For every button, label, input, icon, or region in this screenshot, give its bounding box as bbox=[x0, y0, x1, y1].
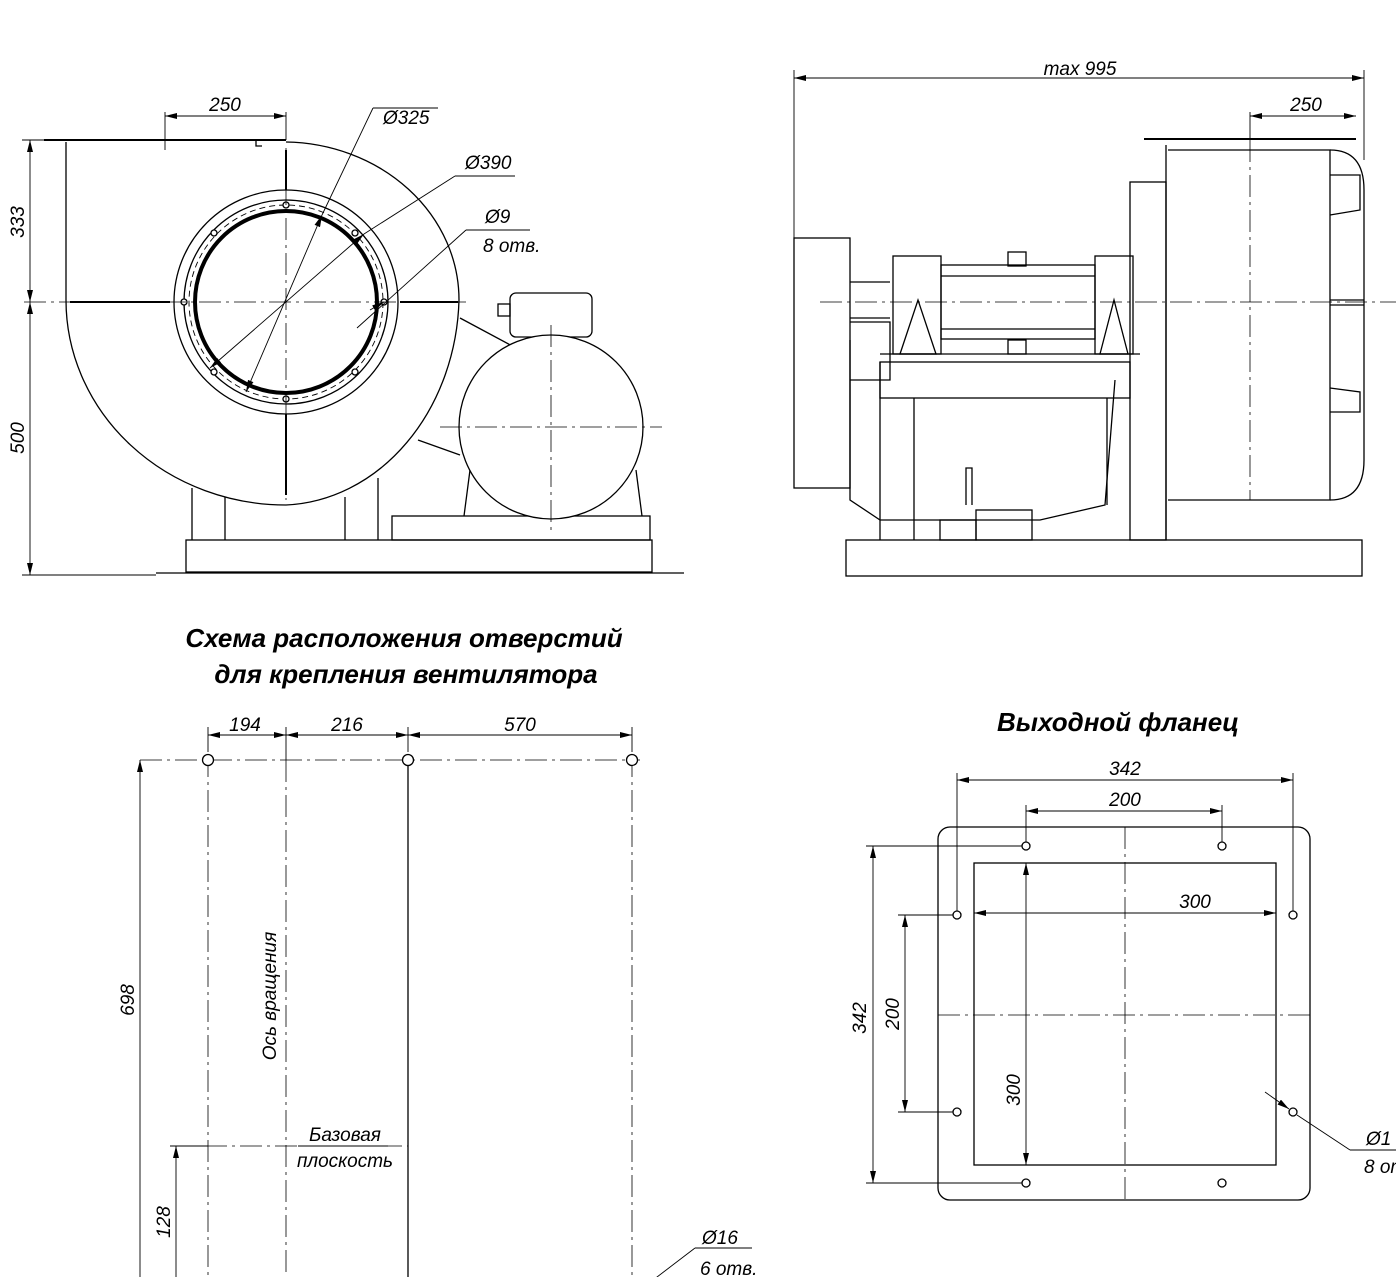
flange-dim-300-v: 300 bbox=[1004, 1074, 1025, 1106]
scheme-dim-216: 216 bbox=[330, 715, 363, 736]
front-dim-325: Ø325 bbox=[382, 108, 430, 129]
front-dim-500: 500 bbox=[8, 422, 29, 454]
heading-holes-scheme-1: Схема расположения отверстий bbox=[185, 623, 622, 653]
flange-hole bbox=[1288, 910, 1298, 920]
base-plane-label-2: плоскость bbox=[297, 1151, 393, 1172]
mount-hole bbox=[625, 753, 639, 767]
scheme-dim-194: 194 bbox=[229, 715, 261, 736]
side-dim-250: 250 bbox=[1289, 95, 1322, 116]
front-holes-8: 8 отв. bbox=[483, 236, 540, 257]
side-dim-max: max 995 bbox=[1044, 59, 1117, 80]
flange-hole-count: 8 от bbox=[1364, 1157, 1396, 1178]
rotation-axis-label: Ось вращения bbox=[260, 932, 281, 1061]
flange-hole bbox=[1217, 841, 1227, 851]
scheme-hole-dia: Ø16 bbox=[701, 1228, 738, 1249]
holes-scheme: 194 216 570 698 128 Ось вращения Базовая… bbox=[118, 715, 757, 1277]
scheme-dim-698: 698 bbox=[118, 984, 139, 1016]
outlet-flange: 342 200 300 342 200 300 Ø1 8 от bbox=[850, 759, 1396, 1201]
flange-hole bbox=[952, 1107, 962, 1117]
flange-dim-200-v: 200 bbox=[883, 998, 904, 1031]
front-dim-250: 250 bbox=[208, 95, 241, 116]
scheme-hole-count: 6 отв. bbox=[700, 1259, 757, 1277]
mount-hole bbox=[401, 753, 415, 767]
flange-dim-342-h: 342 bbox=[1109, 759, 1141, 780]
front-dim-333: 333 bbox=[8, 206, 29, 238]
base-plane-label-1: Базовая bbox=[309, 1125, 381, 1146]
side-view: max 995 250 bbox=[793, 59, 1396, 577]
flange-hole-dia: Ø1 bbox=[1365, 1129, 1391, 1150]
flange-hole bbox=[1021, 841, 1031, 851]
flange-hole bbox=[1217, 1178, 1227, 1188]
mount-hole bbox=[201, 753, 215, 767]
flange-hole bbox=[1021, 1178, 1031, 1188]
flange-hole bbox=[952, 910, 962, 920]
front-dim-9: Ø9 bbox=[484, 207, 511, 228]
scheme-dim-570: 570 bbox=[504, 715, 536, 736]
flange-dim-342-v: 342 bbox=[850, 1002, 871, 1034]
flange-dim-200-h: 200 bbox=[1108, 790, 1141, 811]
front-dim-390: Ø390 bbox=[464, 153, 512, 174]
front-view: 250 Ø325 Ø390 Ø9 8 отв. 333 500 bbox=[8, 95, 684, 576]
scheme-dim-128: 128 bbox=[154, 1206, 175, 1238]
flange-hole bbox=[1288, 1107, 1298, 1117]
flange-dim-300-h: 300 bbox=[1179, 892, 1211, 913]
heading-outlet-flange: Выходной фланец bbox=[997, 707, 1239, 737]
heading-holes-scheme-2: для крепления вентилятора bbox=[214, 659, 597, 689]
